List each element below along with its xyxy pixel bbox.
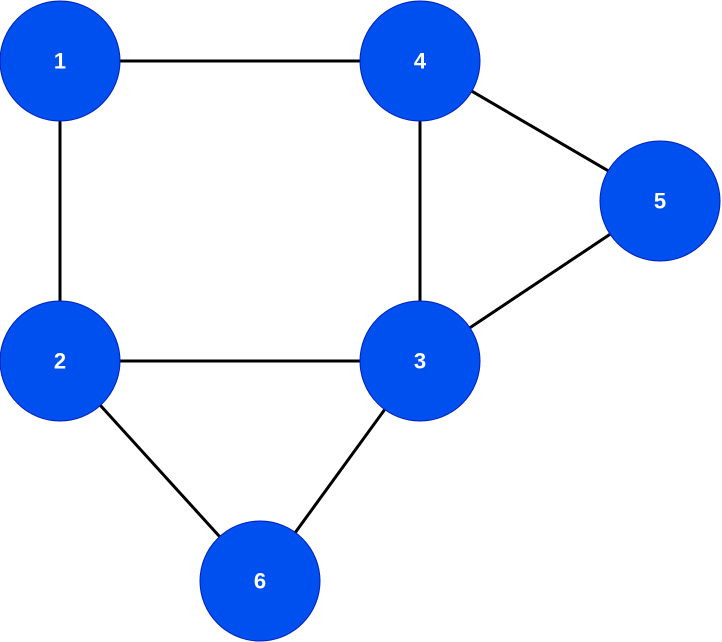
node-circle-2 [0,300,121,422]
node-label-6: 6 [254,569,266,594]
node-label-3: 3 [414,349,426,374]
edge-3-6 [294,408,386,534]
node-circle-5 [599,140,721,262]
node-label-2: 2 [54,349,66,374]
node-4: 4 [359,0,481,122]
node-5: 5 [599,140,721,262]
node-label-1: 1 [54,49,66,74]
node-3: 3 [359,300,481,422]
node-6: 6 [199,520,321,642]
edge-3-5 [469,233,611,329]
node-label-5: 5 [654,189,666,214]
edge-4-5 [471,89,609,173]
node-1: 1 [0,0,121,122]
node-circle-3 [359,300,481,422]
edge-2-6 [99,404,221,538]
node-circle-4 [359,0,481,122]
node-circle-1 [0,0,121,122]
node-label-4: 4 [414,49,427,74]
edges-layer [58,59,611,538]
node-2: 2 [0,300,121,422]
node-circle-6 [199,520,321,642]
